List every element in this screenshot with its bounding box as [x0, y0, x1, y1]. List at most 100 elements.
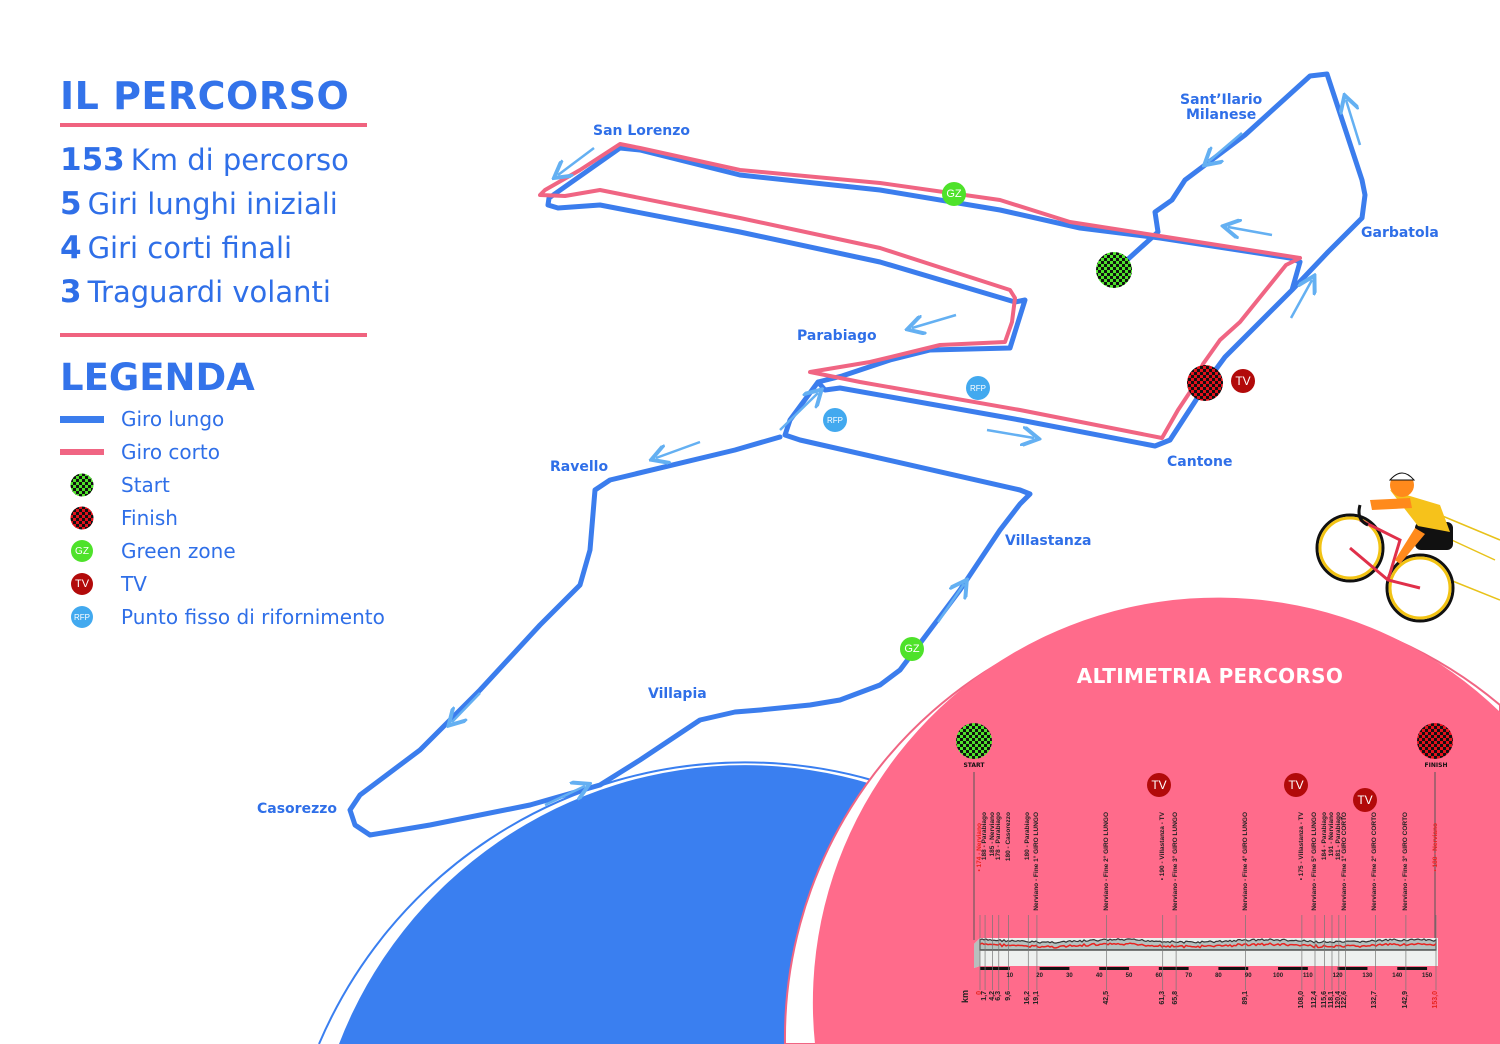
- place-line: Milanese: [1186, 107, 1257, 123]
- altimetry-km-label: 132,7: [1371, 991, 1379, 1009]
- altimetry-point-label: • 175 - Villastanza - TV: [1297, 812, 1305, 881]
- axis-tick-label: 130: [1362, 973, 1373, 979]
- direction-arrow: [1289, 280, 1312, 319]
- map-start-marker: [1096, 252, 1132, 288]
- altimetry-finish-icon: [1417, 723, 1453, 759]
- altimetry-title: ALTIMETRIA PERCORSO: [1076, 664, 1344, 688]
- altimetry-km-label: 122,6: [1341, 991, 1349, 1009]
- legend-label: Punto fisso di rifornimento: [121, 605, 385, 629]
- altimetry-km-label: 19,1: [1032, 991, 1040, 1005]
- altimetry-point-label: 184 - Parabiago: [1320, 812, 1328, 861]
- altimetry-point-label: Nerviano - Fine 3° GIRO CORTO: [1401, 812, 1409, 911]
- title-divider: [60, 123, 367, 127]
- axis-tick-label: 20: [1036, 973, 1043, 979]
- map-gz-badge: GZ: [900, 637, 924, 661]
- stat-number: 4: [60, 230, 82, 266]
- altimetry-finish-label: FINISH: [1424, 762, 1448, 769]
- legend-label: Start: [121, 473, 170, 497]
- altimetry-point-label: Nerviano - Fine 1° GIRO LUNGO: [1032, 812, 1040, 911]
- map-gz-badge: GZ: [942, 182, 966, 206]
- altimetry-km-label: 16,2: [1024, 991, 1032, 1005]
- page-title: IL PERCORSO: [60, 74, 350, 118]
- stat-number: 5: [60, 186, 82, 222]
- direction-arrow: [779, 393, 818, 431]
- altimetry-point-label: 191 - Nerviano: [1327, 812, 1335, 857]
- direction-arrow: [656, 440, 701, 458]
- stat-label: Giri lunghi iniziali: [87, 187, 338, 221]
- cyclist-illustration: [1315, 472, 1500, 623]
- altimetry-km-label: 118,1: [1327, 991, 1335, 1009]
- altimetry-km-label: 6,3: [994, 991, 1002, 1001]
- axis-tick-label: 60: [1155, 973, 1163, 979]
- place-garbatola: Garbatola: [1361, 225, 1439, 241]
- legend-item-rfp: RFP Punto fisso di rifornimento: [60, 602, 385, 632]
- altimetry-point-label: 178 - Parabiago: [994, 812, 1002, 861]
- place-ravello: Ravello: [550, 459, 609, 475]
- place-parabiago: Parabiago: [797, 328, 877, 344]
- pink-circle: [812, 597, 1500, 1044]
- legend-label: Green zone: [121, 539, 236, 563]
- altimetry-km-label: 61,3: [1158, 991, 1166, 1005]
- distance-scale-bar: [980, 967, 1010, 970]
- distance-scale-bar: [1218, 967, 1249, 970]
- axis-tick-label: 140: [1392, 973, 1403, 979]
- altimetry-km-label: 142,9: [1401, 991, 1409, 1009]
- distance-scale-bar: [1278, 967, 1308, 970]
- legend-item-short-lap: Giro corto: [60, 437, 220, 467]
- axis-tick-label: 30: [1066, 973, 1073, 979]
- altimetry-tv-badge: TV: [1147, 773, 1171, 797]
- altimetry-start-icon: [956, 723, 992, 759]
- stat-label: Km di percorso: [130, 143, 349, 177]
- place-line: Sant’Ilario: [1180, 92, 1263, 108]
- green-zone-icon: GZ: [71, 540, 93, 562]
- distance-scale-bar: [1337, 967, 1368, 970]
- legend-title: LEGENDA: [60, 356, 255, 399]
- direction-arrow: [452, 692, 481, 722]
- stat-number: 3: [60, 274, 82, 310]
- altimetry-km-label: 65,8: [1172, 991, 1180, 1005]
- altimetry-km-label: 153,0: [1432, 991, 1439, 1009]
- direction-arrow: [558, 147, 595, 175]
- axis-tick-label: 120: [1332, 973, 1343, 979]
- altimetry-point-label: Nerviano - Fine 2° GIRO LUNGO: [1102, 812, 1110, 911]
- axis-tick-label: 40: [1095, 973, 1103, 979]
- direction-arrow: [1346, 100, 1362, 146]
- pink-line-icon: [60, 449, 104, 455]
- stats-divider: [60, 333, 367, 337]
- axis-tick-label: 110: [1302, 973, 1313, 979]
- stat-label: Traguardi volanti: [87, 275, 331, 309]
- altimetry-point-label: Nerviano - Fine 3° GIRO LUNGO: [1172, 812, 1180, 911]
- blue-line-icon: [60, 415, 104, 423]
- distance-scale-bar: [1397, 967, 1428, 970]
- altimetry-point-label: 180 - Parabiago: [1024, 812, 1032, 861]
- altimetry-point-label: 180 - Casorezzo: [1004, 812, 1012, 862]
- axis-tick-label: 100: [1273, 973, 1284, 979]
- map-finish-marker: [1187, 365, 1223, 401]
- altimetry-point-label: 188 - Parabiago: [981, 812, 989, 861]
- distance-scale-bar: [1158, 967, 1189, 970]
- legend-item-long-lap: Giro lungo: [60, 404, 224, 434]
- axis-tick-label: 80: [1215, 973, 1222, 979]
- rfp-icon: RFP: [71, 606, 93, 628]
- legend-label: Giro lungo: [121, 407, 225, 431]
- stat-label: Giri corti finali: [87, 231, 293, 265]
- altimetry-km-label: 112,4: [1310, 991, 1318, 1009]
- axis-tick-label: 150: [1422, 973, 1433, 979]
- altimetry-point-label: Nerviano - Fine 1° GIRO CORTO: [1341, 812, 1349, 911]
- legend-item-green-zone: GZ Green zone: [60, 536, 236, 566]
- legend-label: Giro corto: [121, 440, 220, 464]
- altimetry-tv-badge: TV: [1284, 773, 1308, 797]
- place-casorezzo: Casorezzo: [257, 801, 337, 817]
- legend-item-start: Start: [60, 470, 170, 500]
- start-checkered-icon: [70, 473, 94, 497]
- direction-arrow: [912, 313, 957, 328]
- place-cantone: Cantone: [1167, 454, 1233, 470]
- map-rfp-badge: RFP: [823, 408, 847, 432]
- direction-arrow: [1228, 227, 1273, 235]
